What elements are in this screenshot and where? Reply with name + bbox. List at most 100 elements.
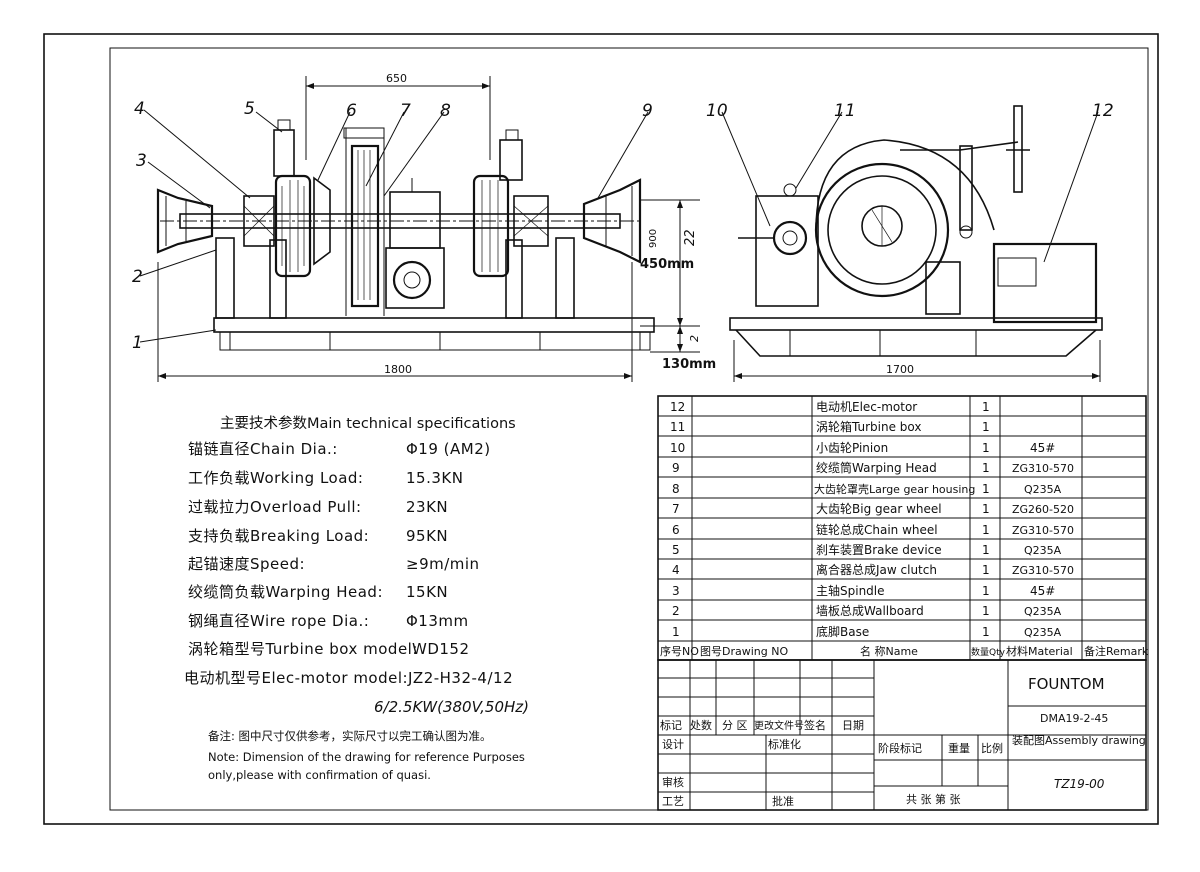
spec-label-9: 电动机型号Elec-motor model: bbox=[184, 669, 408, 687]
part-qty: 1 bbox=[982, 563, 990, 577]
note-en-2: only,please with confirmation of quasi. bbox=[208, 768, 431, 782]
dim-1800: 1800 bbox=[384, 363, 412, 376]
header-drawing: 图号Drawing NO bbox=[700, 645, 788, 658]
label-design: 设计 bbox=[662, 738, 684, 751]
label-weight: 重量 bbox=[948, 741, 970, 755]
part-qty: 1 bbox=[982, 543, 990, 557]
spec-label-7: 钢绳直径Wire rope Dia.: bbox=[188, 612, 369, 630]
part-qty: 1 bbox=[982, 523, 990, 537]
part-name: 主轴Spindle bbox=[816, 583, 885, 598]
part-qty: 1 bbox=[982, 420, 990, 434]
part-no: 1 bbox=[672, 625, 680, 639]
callout-2: 2 bbox=[132, 267, 143, 287]
part-name: 大齿轮罩壳Large gear housing bbox=[814, 482, 975, 496]
part-material: Q235A bbox=[1024, 605, 1062, 618]
part-material: ZG310-570 bbox=[1012, 462, 1074, 475]
spec-label-3: 过载拉力Overload Pull: bbox=[188, 498, 362, 516]
part-name: 涡轮箱Turbine box bbox=[816, 419, 922, 434]
part-no: 5 bbox=[672, 543, 680, 557]
header-qty: 数量Qty bbox=[971, 646, 1006, 658]
callout-12: 12 bbox=[1092, 101, 1114, 121]
rev-label-sign: 签名 bbox=[804, 718, 826, 732]
callout-3: 3 bbox=[136, 151, 147, 171]
callout-11: 11 bbox=[834, 101, 856, 121]
spec-label-5: 起锚速度Speed: bbox=[188, 555, 305, 573]
part-no: 9 bbox=[672, 461, 680, 475]
part-name: 离合器总成Jaw clutch bbox=[816, 562, 937, 577]
spec-label-8: 涡轮箱型号Turbine box model: bbox=[188, 640, 418, 658]
specs-title: 主要技术参数Main technical specifications bbox=[220, 415, 516, 432]
side-view bbox=[721, 105, 1103, 382]
label-process: 工艺 bbox=[662, 795, 684, 808]
header-no: 序号NO bbox=[660, 644, 699, 658]
dim-1700: 1700 bbox=[886, 363, 914, 376]
callout-9: 9 bbox=[642, 101, 653, 121]
callout-10: 10 bbox=[706, 101, 728, 121]
part-no: 12 bbox=[670, 400, 685, 414]
part-name: 绞缆筒Warping Head bbox=[816, 460, 937, 475]
part-name: 链轮总成Chain wheel bbox=[816, 522, 938, 537]
callout-4: 4 bbox=[134, 99, 145, 119]
part-qty: 1 bbox=[982, 461, 990, 475]
part-no: 2 bbox=[672, 604, 680, 618]
rev-label-date: 日期 bbox=[842, 719, 864, 732]
part-material: Q235A bbox=[1024, 626, 1062, 639]
rev-label-zone: 分 区 bbox=[722, 719, 748, 732]
part-name: 刹车装置Brake device bbox=[816, 542, 942, 557]
spec-value-8: WD152 bbox=[412, 640, 470, 658]
callout-7: 7 bbox=[400, 101, 411, 121]
label-approve: 批准 bbox=[772, 794, 794, 808]
part-name: 墙板总成Wallboard bbox=[816, 604, 924, 618]
spec-label-6: 绞缆筒负载Warping Head: bbox=[188, 583, 383, 601]
spec-value-6: 15KN bbox=[406, 583, 448, 601]
technical-specs: 主要技术参数Main technical specifications 锚链直径… bbox=[184, 415, 529, 782]
spec-label-4: 支持负载Breaking Load: bbox=[188, 527, 369, 545]
part-qty: 1 bbox=[982, 502, 990, 516]
dim-650: 650 bbox=[386, 72, 407, 85]
part-no: 6 bbox=[672, 523, 680, 537]
header-material: 材料Material bbox=[1006, 644, 1073, 658]
part-no: 3 bbox=[672, 584, 680, 598]
callout-6: 6 bbox=[346, 101, 357, 121]
part-name: 底脚Base bbox=[816, 624, 869, 639]
part-material: Q235A bbox=[1024, 544, 1062, 557]
note-en-1: Note: Dimension of the drawing for refer… bbox=[208, 750, 525, 764]
callout-1: 1 bbox=[132, 333, 143, 353]
drawing-number: TZ19-00 bbox=[1054, 777, 1105, 791]
drawing-code: DMA19-2-45 bbox=[1040, 712, 1108, 725]
title-block: 标记 处数 分 区 更改文件号 签名 日期 设计 标准化 审核 工艺 批准 阶段… bbox=[657, 659, 1147, 811]
parts-rows: 12 电动机Elec-motor 1 11 涡轮箱Turbine box 1 1… bbox=[660, 400, 1149, 658]
outer-frame bbox=[43, 33, 1159, 825]
part-no: 4 bbox=[672, 563, 680, 577]
part-qty: 1 bbox=[982, 604, 990, 618]
front-view bbox=[139, 76, 700, 382]
spec-label-1: 锚链直径Chain Dia.: bbox=[188, 440, 338, 458]
callout-8: 8 bbox=[440, 101, 451, 121]
rev-label-count: 处数 bbox=[690, 719, 712, 732]
part-qty: 1 bbox=[982, 400, 990, 414]
callout-5: 5 bbox=[244, 99, 255, 119]
part-material: Q235A bbox=[1024, 483, 1062, 496]
part-qty: 1 bbox=[982, 441, 990, 455]
label-scale: 比例 bbox=[981, 741, 1003, 755]
spec-value-9: JZ2-H32-4/12 bbox=[407, 669, 513, 687]
part-no: 8 bbox=[672, 482, 680, 496]
part-no: 11 bbox=[670, 420, 685, 434]
part-name: 电动机Elec-motor bbox=[816, 400, 917, 414]
dim-900: 900 bbox=[648, 229, 659, 248]
spec-value-4: 95KN bbox=[406, 527, 448, 545]
part-material: ZG260-520 bbox=[1012, 503, 1074, 516]
dim-22: 22 bbox=[683, 229, 698, 246]
part-material: 45# bbox=[1030, 584, 1055, 598]
part-qty: 1 bbox=[982, 584, 990, 598]
part-name: 小齿轮Pinion bbox=[816, 441, 888, 455]
label-sheets: 共 张 第 张 bbox=[906, 792, 961, 806]
annot-130mm: 130mm bbox=[662, 357, 716, 372]
note-cn: 备注: 图中尺寸仅供参考，实际尺寸以完工确认图为准。 bbox=[208, 729, 492, 743]
inner-frame bbox=[109, 47, 1149, 811]
part-qty: 1 bbox=[982, 625, 990, 639]
company-name: FOUNTOM bbox=[1028, 675, 1105, 693]
header-remark: 备注Remark bbox=[1084, 644, 1149, 658]
spec-value-3: 23KN bbox=[406, 498, 448, 516]
spec-label-2: 工作负载Working Load: bbox=[188, 469, 364, 487]
